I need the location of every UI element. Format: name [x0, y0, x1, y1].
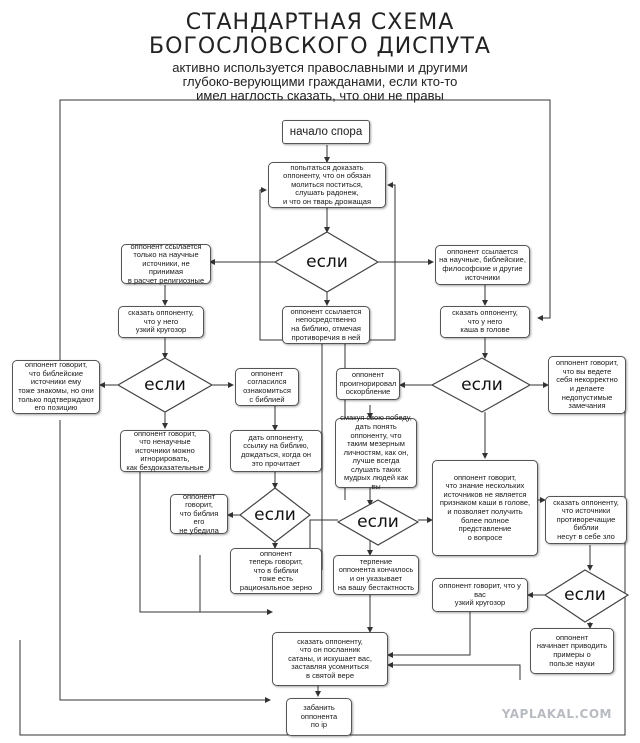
node-examples: оппонент начинает приводить примеры о по… [530, 628, 614, 674]
node-ban: забанить оппонента по ip [286, 698, 352, 736]
diamond-3 [430, 357, 532, 413]
node-sources-evil: сказать оппоненту, что источники противо… [545, 496, 627, 544]
node-bible-direct: оппонент ссылается непосредственно на би… [282, 306, 370, 344]
watermark: YAPLAKAL.COM [501, 707, 612, 721]
node-knowledge: оппонент говорит, что знание нескольких … [432, 460, 538, 556]
node-prove: попытаться доказать оппоненту, что он об… [268, 162, 386, 208]
if-label-1: если [306, 252, 348, 272]
node-unscientific: оппонент говорит, что ненаучные источник… [120, 429, 210, 472]
node-satan: сказать оппоненту, что он посланник сата… [272, 632, 388, 686]
node-mess: сказать оппоненту, что у него каша в гол… [440, 306, 530, 338]
node-ignored: оппонент проигнорировал оскорбление [336, 368, 400, 400]
node-narrow2: оппонент говорит, что у вас узкий кругоз… [432, 578, 528, 612]
subtitle-line-1: активно используется православными и дру… [172, 60, 468, 75]
diamond-5 [336, 499, 420, 546]
title-line-2: БОГОСЛОВСКОГО ДИСПУТА [149, 34, 491, 59]
diamond-4 [239, 487, 311, 543]
if-label-2: если [144, 375, 186, 395]
if-label-4: если [254, 505, 296, 525]
node-agreed: оппонент согласился ознакомиться с библи… [235, 368, 299, 406]
if-label-5: если [357, 512, 399, 532]
diamond-6 [543, 569, 630, 623]
diamond-1 [273, 231, 380, 293]
node-start: начало спора [282, 120, 370, 144]
node-narrow: сказать оппоненту, что у него узкий круг… [118, 306, 204, 338]
node-science-left: оппонент ссылается только на научные ист… [121, 242, 211, 285]
node-give-bible: дать оппоненту, ссылку на библию, дождат… [230, 430, 322, 472]
node-humble: смакуя свою победу, дать понять оппонент… [335, 414, 417, 491]
node-science-right: оппонент ссылается на научные, библейски… [435, 245, 530, 285]
diamond-2 [116, 357, 214, 413]
title-line-1: СТАНДАРТНАЯ СХЕМА [185, 10, 455, 35]
node-bible-unknown: оппонент говорит, что библейские источни… [12, 360, 100, 414]
decision-diamonds [116, 231, 630, 623]
node-rational: оппонент теперь говорит, что в библии то… [230, 548, 322, 594]
subtitle-line-2: глубоко-верующими гражданами, если кто-т… [182, 74, 458, 89]
if-label-6: если [564, 585, 606, 605]
node-not-convinced: оппонент говорит, что библия его не убед… [170, 492, 228, 535]
node-patience: терпение оппонента кончилось и он указыв… [333, 555, 419, 595]
node-wrong: оппонент говорит, что вы ведете себя нек… [548, 356, 626, 414]
subtitle-line-3: имел наглость сказать, что они не правы [196, 88, 444, 103]
if-label-3: если [461, 375, 503, 395]
